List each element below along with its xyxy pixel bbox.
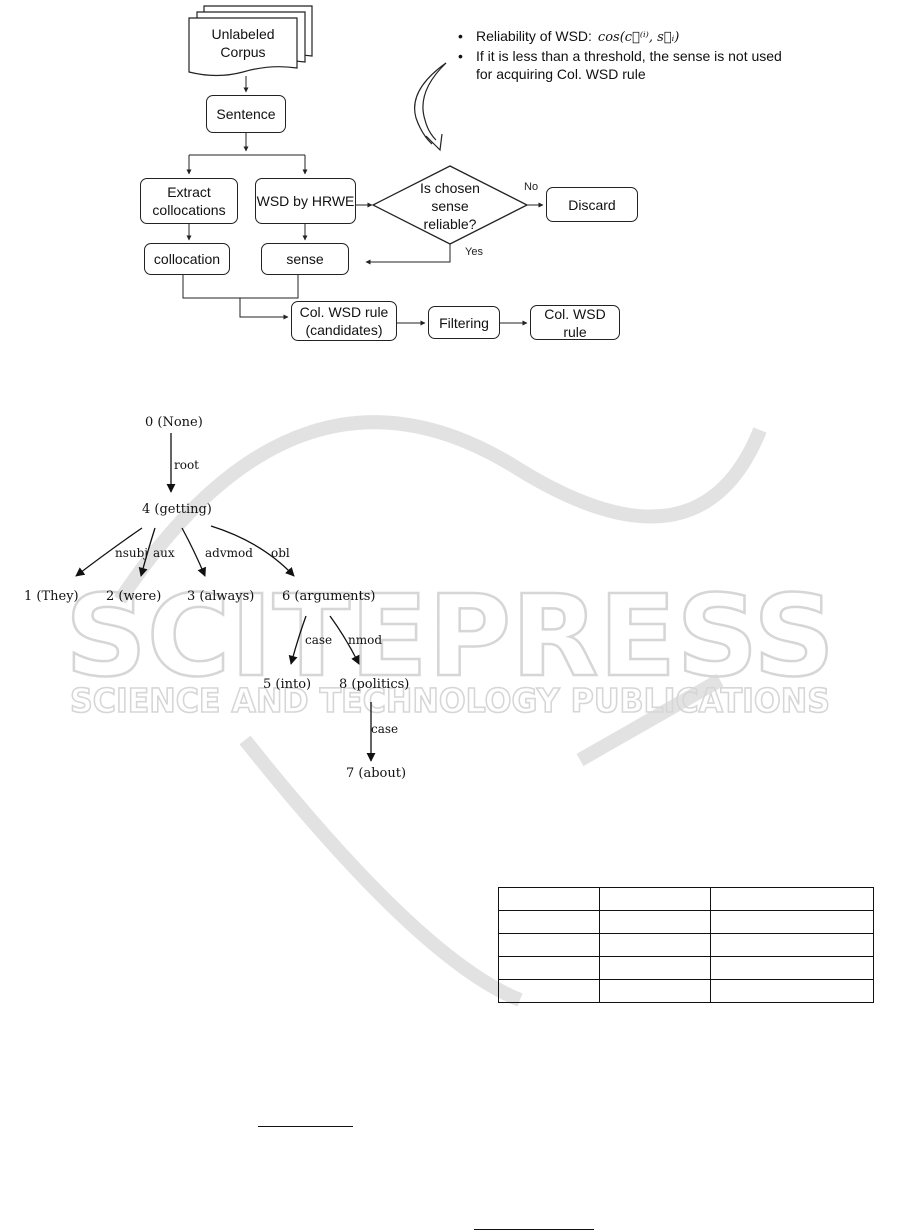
label-case-about: case <box>371 722 399 736</box>
footnote-rule-left <box>258 1126 353 1127</box>
node-about: 7 (about) <box>346 766 407 781</box>
label-aux: aux <box>153 546 175 560</box>
label-obl: obl <box>271 546 290 560</box>
footnote-rule-right <box>474 1229 594 1230</box>
node-they: 1 (They) <box>24 589 79 604</box>
table-outline <box>498 887 874 1005</box>
col-wsd-rule-label: Col. WSD rule <box>544 305 606 340</box>
edge-case-into <box>288 615 307 665</box>
label-nsubj: nsubj <box>115 546 149 560</box>
collocation-label: collocation <box>153 251 221 267</box>
no-label: No <box>524 181 539 193</box>
filtering-box: Filtering <box>428 306 500 339</box>
node-none: 0 (None) <box>145 415 203 430</box>
filtering-label: Filtering <box>439 314 489 331</box>
node-always: 3 (always) <box>187 589 255 604</box>
edge-advmod <box>181 527 206 577</box>
note-reliability-text: Reliability of WSD: <box>476 28 592 44</box>
edge-nmod <box>329 615 360 665</box>
candidates-box: Col. WSD rule (candidates) <box>291 301 397 341</box>
reliability-formula: cos(c⃗⁽ⁱ⁾, s⃗ᵢ) <box>597 30 680 45</box>
node-arguments: 6 (arguments) <box>282 589 376 604</box>
collocation-box: collocation <box>144 243 230 275</box>
flowchart-figure: Unlabeled Corpus Sentence Extract colloc… <box>0 0 901 350</box>
table-row <box>498 887 874 911</box>
decision-label: Is chosen sense reliable? <box>420 180 480 232</box>
node-into: 5 (into) <box>263 677 312 692</box>
candidates-label: Col. WSD rule (candidates) <box>299 304 389 338</box>
flowchart-connectors <box>182 5 544 326</box>
table-row <box>498 956 874 980</box>
note-threshold-text: If it is less than a threshold, the sens… <box>476 48 782 82</box>
label-case-into: case <box>305 633 333 647</box>
discard-box: Discard <box>546 187 638 222</box>
yes-label: Yes <box>465 246 483 258</box>
table-row <box>498 933 874 957</box>
edge-obl <box>210 525 295 577</box>
note-curved-arrow <box>414 62 447 145</box>
edge-nsubj <box>75 527 143 577</box>
corpus-label: Unlabeled Corpus <box>211 26 275 60</box>
note-threshold: If it is less than a threshold, the sens… <box>458 47 788 83</box>
extract-collocations-label: Extract collocations <box>152 184 226 218</box>
wsd-notes: Reliability of WSD: cos(c⃗⁽ⁱ⁾, s⃗ᵢ) If it… <box>458 27 788 83</box>
label-nmod: nmod <box>348 633 383 647</box>
sense-box: sense <box>261 243 349 275</box>
wsd-hrwe-box: WSD by HRWE <box>255 178 356 224</box>
node-were: 2 (were) <box>106 589 162 604</box>
label-root: root <box>174 458 200 472</box>
table-row <box>498 910 874 934</box>
edge-aux <box>138 527 156 577</box>
discard-label: Discard <box>568 196 616 213</box>
empty-table <box>498 887 874 1003</box>
table-row <box>498 979 874 1003</box>
sense-label: sense <box>286 251 324 267</box>
wsd-hrwe-label: WSD by HRWE <box>256 193 355 209</box>
sentence-box: Sentence <box>206 95 286 133</box>
node-getting: 4 (getting) <box>142 502 212 517</box>
label-advmod: advmod <box>205 546 253 560</box>
dependency-edges <box>75 433 376 762</box>
node-politics: 8 (politics) <box>339 677 410 692</box>
extract-collocations-box: Extract collocations <box>140 178 238 224</box>
col-wsd-rule-box: Col. WSD rule <box>530 305 620 340</box>
corpus-doc-front <box>188 17 298 77</box>
dependency-tree-figure: 0 (None) root 4 (getting) nsubj aux advm… <box>0 380 901 800</box>
note-reliability: Reliability of WSD: cos(c⃗⁽ⁱ⁾, s⃗ᵢ) <box>458 27 788 47</box>
sentence-label: Sentence <box>216 106 276 122</box>
